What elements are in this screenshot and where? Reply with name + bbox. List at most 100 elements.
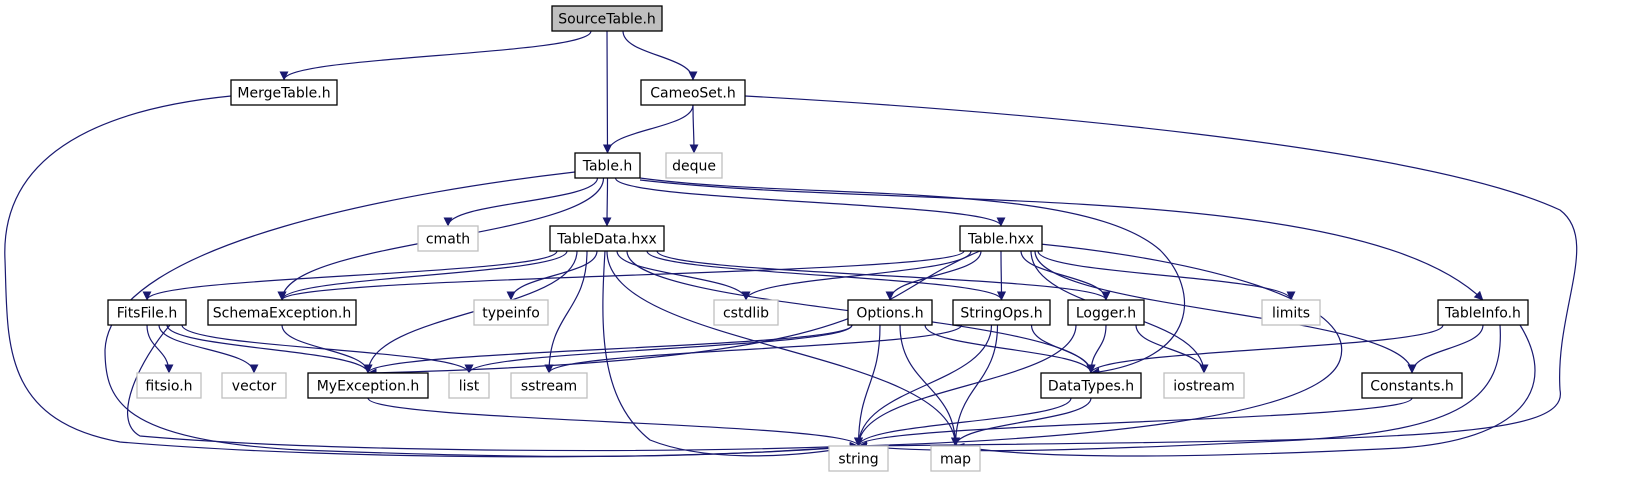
edge-options-to-list: [464, 324, 853, 374]
edge-tablehxx-to-options: [885, 250, 982, 301]
edge-datatypes-to-map: [951, 397, 1092, 447]
edge-tabledata-to-schemaexception: [277, 250, 568, 301]
node-tabledata[interactable]: TableData.hxx: [549, 225, 665, 252]
node-label: Table.hxx: [967, 232, 1034, 248]
edge-tablehxx-to-schemaexception: [277, 250, 965, 301]
edge-table-to-tablehxx: [614, 177, 1006, 227]
edge-fitsfile-to-vector: [158, 324, 259, 374]
node-label: limits: [1272, 306, 1310, 322]
node-box: [930, 445, 981, 472]
node-cstdlib: cstdlib: [713, 299, 779, 326]
edge-tabledata-to-typeinfo: [506, 250, 598, 301]
node-table[interactable]: Table.h: [574, 152, 641, 179]
edge-stringops-to-string: [854, 324, 993, 447]
node-list: list: [448, 372, 490, 399]
node-label: typeinfo: [482, 306, 540, 322]
edge-tabledata-to-logger: [656, 250, 1111, 301]
edge-constants-to-string: [854, 397, 1413, 447]
node-fitsio: fitsio.h: [136, 372, 202, 399]
edge-tablehxx-to-cstdlib: [741, 250, 972, 301]
node-box: [307, 372, 429, 399]
node-tablehxx[interactable]: Table.hxx: [959, 225, 1043, 252]
node-box: [448, 372, 490, 399]
node-limits: limits: [1261, 299, 1321, 326]
node-box: [713, 299, 779, 326]
node-label: SchemaException.h: [213, 306, 352, 322]
edge-stringops-to-sstream: [544, 324, 963, 374]
node-deque: deque: [665, 152, 723, 179]
edge-fitsfile-to-string: [127, 324, 859, 452]
node-box: [473, 299, 549, 326]
node-box: [207, 299, 357, 326]
node-box: [549, 225, 665, 252]
edge-cameoset-to-deque: [689, 104, 699, 154]
edge-sourcetable-to-mergetable: [279, 30, 592, 81]
edge-options-to-string: [854, 324, 881, 447]
node-label: Options.h: [856, 306, 923, 322]
edge-table-to-string: [104, 171, 859, 457]
node-options[interactable]: Options.h: [847, 299, 933, 326]
node-label: cstdlib: [723, 306, 769, 322]
edge-sourcetable-to-table: [602, 30, 612, 154]
node-box: [640, 79, 746, 106]
node-datatypes[interactable]: DataTypes.h: [1040, 372, 1142, 399]
edge-cameoset-to-string: [744, 95, 1578, 451]
node-label: Logger.h: [1076, 306, 1136, 322]
edge-tabledata-to-cstdlib: [616, 250, 751, 301]
node-label: Constants.h: [1370, 379, 1454, 395]
edge-mergetable-to-string: [4, 95, 859, 458]
node-box: [1067, 299, 1145, 326]
node-string: string: [828, 445, 889, 472]
edge-tabledata-to-string: [602, 250, 859, 457]
edge-tabledata-to-stringops: [646, 250, 1006, 301]
node-label: iostream: [1173, 379, 1235, 395]
edge-tablehxx-to-string: [858, 243, 1343, 451]
node-box: [230, 79, 338, 106]
node-box: [551, 5, 663, 32]
node-fitsfile[interactable]: FitsFile.h: [107, 299, 187, 326]
node-box: [417, 225, 479, 252]
node-box: [1361, 372, 1463, 399]
edge-stringops-to-map: [951, 324, 999, 447]
edge-table-to-tableinfo: [639, 179, 1484, 301]
edge-tabledata-to-fitsfile: [142, 250, 558, 301]
edge-tabledata-to-sstream: [544, 250, 588, 374]
node-box: [847, 299, 933, 326]
node-stringops[interactable]: StringOps.h: [952, 299, 1051, 326]
node-map: map: [930, 445, 981, 472]
node-label: StringOps.h: [960, 306, 1042, 322]
node-box: [510, 372, 588, 399]
node-constants[interactable]: Constants.h: [1361, 372, 1463, 399]
edge-fitsfile-to-myexception: [166, 324, 373, 374]
node-box: [665, 152, 723, 179]
node-box: [1437, 299, 1529, 326]
node-box: [1040, 372, 1142, 399]
edge-table-to-cmath: [443, 177, 599, 227]
node-box: [221, 372, 287, 399]
node-logger[interactable]: Logger.h: [1067, 299, 1145, 326]
node-typeinfo: typeinfo: [473, 299, 549, 326]
node-schemaexception[interactable]: SchemaException.h: [207, 299, 357, 326]
node-tableinfo[interactable]: TableInfo.h: [1437, 299, 1529, 326]
edge-tablehxx-to-limits: [1037, 250, 1296, 301]
node-label: TableInfo.h: [1444, 306, 1521, 322]
node-mergetable[interactable]: MergeTable.h: [230, 79, 338, 106]
node-box: [574, 152, 641, 179]
edge-sourcetable-to-cameoset: [622, 30, 698, 81]
node-cameoset[interactable]: CameoSet.h: [640, 79, 746, 106]
edge-tableinfo-to-datatypes: [1086, 324, 1444, 374]
node-label: MyException.h: [317, 379, 420, 395]
edge-tabledata-to-map: [606, 250, 960, 447]
node-sourcetable[interactable]: SourceTable.h: [551, 5, 663, 32]
edge-datatypes-to-string: [854, 397, 1072, 447]
edge-tablehxx-to-myexception: [367, 250, 981, 378]
edge-tablehxx-to-constants: [1034, 250, 1417, 374]
node-vector: vector: [221, 372, 287, 399]
node-label: vector: [232, 379, 277, 395]
node-label: cmath: [426, 232, 470, 248]
node-myexception[interactable]: MyException.h: [307, 372, 429, 399]
node-box: [136, 372, 202, 399]
edge-cameoset-to-table: [603, 104, 694, 154]
node-label: string: [838, 452, 878, 468]
node-iostream: iostream: [1163, 372, 1245, 399]
